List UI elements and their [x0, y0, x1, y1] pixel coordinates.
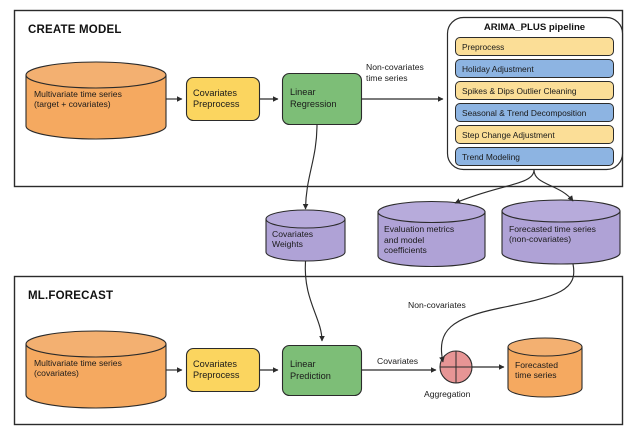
aggregation-node-shape	[439, 350, 473, 384]
cm-preprocess-box-shape	[185, 76, 261, 122]
arima-pipeline-title: ARIMA_PLUS pipeline	[483, 22, 586, 33]
forecasted-noncov-cylinder-shape	[501, 199, 621, 265]
pipeline-step-trend-modeling[interactable]: Trend Modeling	[455, 147, 614, 166]
ml-forecast-frame	[13, 275, 624, 426]
edge-pipeline-to-evaluation	[454, 169, 535, 204]
pipeline-step-label: Seasonal & Trend Decomposition	[462, 107, 587, 118]
pipeline-step-label: Trend Modeling	[462, 151, 520, 162]
pipeline-step-seasonal-trend-decomposition[interactable]: Seasonal & Trend Decomposition	[455, 103, 614, 122]
edge-cm-regression-to-weights	[302, 123, 318, 210]
edge-weights-to-prediction	[304, 260, 325, 342]
mf-preprocess-box-shape	[185, 347, 261, 393]
create-model-section-title: CREATE MODEL	[28, 24, 122, 36]
pipeline-step-holiday-adjustment[interactable]: Holiday Adjustment	[455, 59, 614, 78]
pipeline-step-preprocess[interactable]: Preprocess	[455, 37, 614, 56]
pipeline-step-label: Step Change Adjustment	[462, 129, 555, 140]
edge-label-non-covariates-time-series: Non-covariates time series	[366, 62, 424, 83]
pipeline-step-label: Preprocess	[462, 41, 505, 52]
edge-label-covariates: Covariates	[377, 356, 419, 366]
mf-linear-prediction-box-shape	[281, 344, 363, 397]
pipeline-step-step-change-adjustment[interactable]: Step Change Adjustment	[455, 125, 614, 144]
mf-source-cylinder-shape	[25, 330, 167, 409]
aggregation-label: Aggregation	[424, 389, 471, 399]
edge-label-non-covariates: Non-covariates	[408, 300, 466, 310]
cm-source-cylinder-shape	[25, 61, 167, 140]
edge-pipeline-to-forecasted	[533, 169, 574, 202]
mf-output-cylinder-shape	[507, 337, 583, 398]
ml-forecast-section-title: ML.FORECAST	[28, 290, 114, 302]
pipeline-step-label: Spikes & Dips Outlier Cleaning	[462, 85, 577, 96]
cm-linear-regression-box-shape	[281, 72, 363, 126]
edge-forecasted-to-aggregation	[439, 263, 575, 363]
pipeline-step-spikes-dips-outlier-cleaning[interactable]: Spikes & Dips Outlier Cleaning	[455, 81, 614, 100]
evaluation-metrics-cylinder-shape	[377, 200, 486, 268]
covariates-weights-cylinder-shape	[265, 209, 346, 262]
pipeline-step-label: Holiday Adjustment	[462, 63, 534, 74]
